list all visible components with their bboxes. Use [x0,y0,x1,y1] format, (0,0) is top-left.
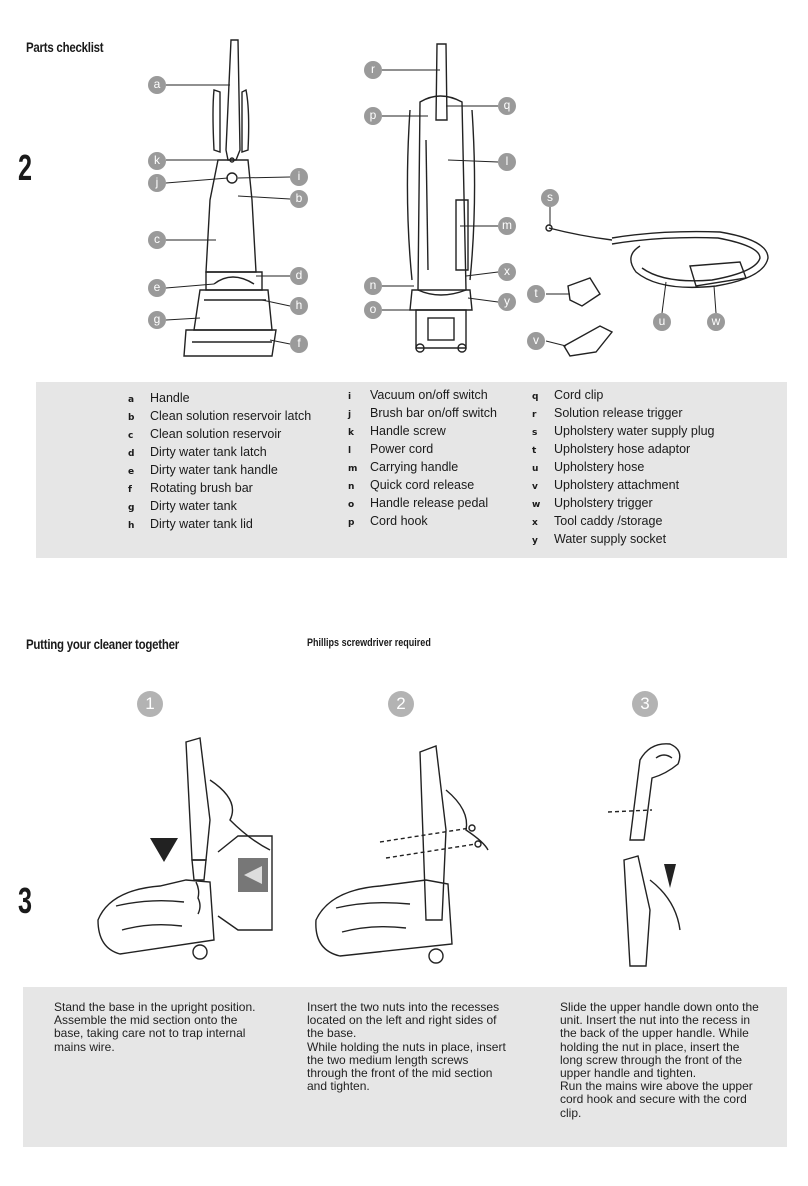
callout-l: l [498,153,516,171]
callout-d: d [290,267,308,285]
callout-b: b [290,190,308,208]
step-1-text: Stand the base in the upright position. … [54,1000,256,1054]
step-number-3: 3 [632,691,658,717]
callout-v: v [527,332,545,350]
callout-h: h [290,297,308,315]
callout-i: i [290,168,308,186]
step-number-2: 2 [388,691,414,717]
step-2-text: Insert the two nuts into the recesses lo… [307,1000,506,1094]
screwdriver-note: Phillips screwdriver required [307,637,431,649]
callout-y: y [498,293,516,311]
callout-k: k [148,152,166,170]
callout-m: m [498,217,516,235]
callout-p: p [364,107,382,125]
hose-adaptor-drawing [567,277,601,307]
section-number-2: 2 [18,147,33,188]
parts-checklist-title: Parts checklist [26,39,104,55]
step-3-text: Slide the upper handle down onto the uni… [560,1000,759,1120]
step-number-1: 1 [137,691,163,717]
callout-j: j [148,174,166,192]
callout-e: e [148,279,166,297]
assembly-title: Putting your cleaner together [26,636,179,652]
down-arrow-step-3 [664,864,676,888]
callout-w: w [707,313,725,331]
down-arrow-step-1 [150,838,178,862]
step-1-drawing [97,737,273,960]
callout-a: a [148,76,166,94]
assembly-illustrations [97,737,681,967]
callout-c: c [148,231,166,249]
parts-illustration [165,39,769,357]
step-3-drawing [607,743,681,967]
steps-panel: Stand the base in the upright position. … [23,987,787,1147]
callout-t: t [527,285,545,303]
cleaner-front-view [183,39,277,357]
callout-g: g [148,311,166,329]
callout-r: r [364,61,382,79]
upholstery-hose-drawing [545,224,769,289]
callout-x: x [498,263,516,281]
section-number-3: 3 [18,880,33,921]
step-2-drawing [315,745,489,964]
callout-s: s [541,189,559,207]
callout-q: q [498,97,516,115]
callout-u: u [653,313,671,331]
cleaner-rear-view [406,43,476,353]
upholstery-attachment-drawing [563,325,614,357]
callout-n: n [364,277,382,295]
callout-f: f [290,335,308,353]
callout-o: o [364,301,382,319]
